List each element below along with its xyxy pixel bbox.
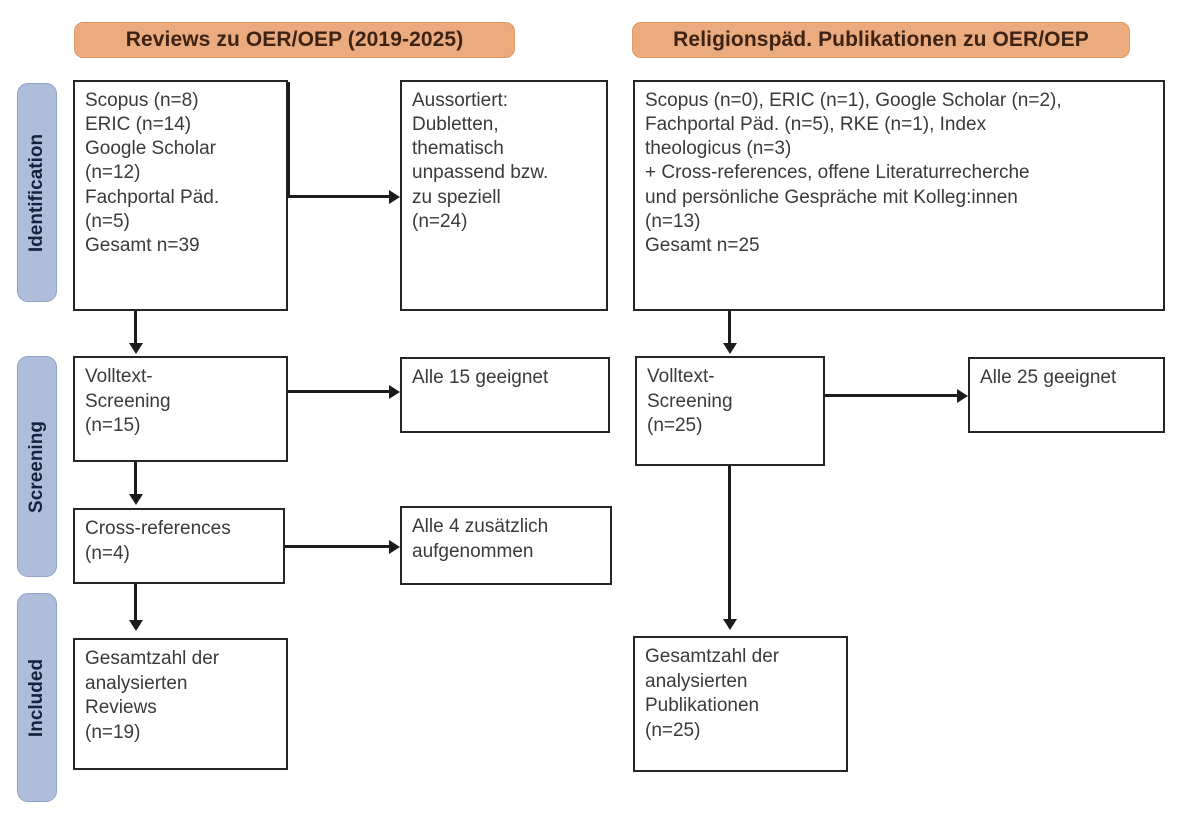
left-screening-result-box: Alle 15 geeignet <box>400 357 610 433</box>
left-crossrefs-line-1: Cross-references <box>85 518 231 539</box>
right-identification-line-4: + Cross-references, offene Literaturrech… <box>645 162 1030 184</box>
left-identification-line-4: (n=12) <box>85 162 141 184</box>
right-identification-line-5: und persönliche Gespräche mit Kolleg:inn… <box>645 186 1018 208</box>
connector-right-screening-to-included-arrowhead <box>723 619 737 630</box>
connector-left-crossrefs-to-included-arrowhead <box>129 620 143 631</box>
left-crossrefs-result-line-2: aufgenommen <box>412 540 534 562</box>
header-left-column: Reviews zu OER/OEP (2019-2025) <box>74 22 515 58</box>
connector-left-screening-to-crossrefs-arrowhead <box>129 494 143 505</box>
right-identification-line-3: theologicus (n=3) <box>645 138 792 160</box>
phase-bar-identification: Identification <box>17 83 57 302</box>
phase-label-identification: Identification <box>26 133 48 252</box>
right-screening-line-2: Screening <box>647 390 733 412</box>
right-screening-result-line-1: Alle 25 geeignet <box>980 367 1117 388</box>
left-crossrefs-line-2: (n=4) <box>85 542 130 564</box>
phase-bar-included: Included <box>17 593 57 802</box>
right-identification-box: Scopus (n=0), ERIC (n=1), Google Scholar… <box>633 80 1165 311</box>
right-included-box: Gesamtzahl der analysierten Publikatione… <box>633 636 848 772</box>
left-included-box: Gesamtzahl der analysierten Reviews (n=1… <box>73 638 288 770</box>
left-excluded-line-3: thematisch <box>412 138 504 160</box>
right-screening-box: Volltext- Screening (n=25) <box>635 356 825 466</box>
phase-label-included: Included <box>26 658 47 737</box>
header-left-label: Reviews zu OER/OEP (2019-2025) <box>125 28 464 51</box>
right-identification-line-1: Scopus (n=0), ERIC (n=1), Google Scholar… <box>645 90 1062 111</box>
left-screening-line-2: Screening <box>85 390 171 412</box>
left-identification-line-7: Gesamt n=39 <box>85 234 200 256</box>
connector-left-crossrefs-to-included-line <box>134 584 137 622</box>
connector-left-identification-to-excluded-vertical <box>287 82 290 197</box>
left-identification-box: Scopus (n=8) ERIC (n=14) Google Scholar … <box>73 80 288 311</box>
right-screening-result-box: Alle 25 geeignet <box>968 357 1165 433</box>
connector-left-identification-to-screening-arrowhead <box>129 343 143 354</box>
left-excluded-line-2: Dubletten, <box>412 114 499 136</box>
connector-left-identification-to-excluded-arrowhead <box>389 190 400 204</box>
right-screening-line-1: Volltext- <box>647 366 715 387</box>
connector-left-crossrefs-to-result-arrowhead <box>389 540 400 554</box>
right-included-line-4: (n=25) <box>645 720 701 742</box>
right-screening-line-3: (n=25) <box>647 415 703 437</box>
left-included-line-2: analysierten <box>85 672 188 694</box>
left-included-line-4: (n=19) <box>85 722 141 744</box>
header-right-column: Religionspäd. Publikationen zu OER/OEP <box>632 22 1130 58</box>
connector-left-screening-to-crossrefs-line <box>134 462 137 496</box>
left-identification-line-6: (n=5) <box>85 210 130 232</box>
left-crossrefs-result-box: Alle 4 zusätzlich aufgenommen <box>400 506 612 585</box>
left-excluded-box: Aussortiert: Dubletten, thematisch unpas… <box>400 80 608 311</box>
left-screening-box: Volltext- Screening (n=15) <box>73 356 288 462</box>
right-included-line-1: Gesamtzahl der <box>645 646 780 667</box>
left-identification-line-5: Fachportal Päd. <box>85 186 220 208</box>
right-included-line-2: analysierten <box>645 670 748 692</box>
connector-right-identification-to-screening-line <box>728 311 731 345</box>
connector-right-identification-to-screening-arrowhead <box>723 343 737 354</box>
left-screening-line-1: Volltext- <box>85 366 153 387</box>
right-identification-line-7: Gesamt n=25 <box>645 234 760 256</box>
connector-left-crossrefs-to-result-line <box>285 545 389 548</box>
left-crossrefs-box: Cross-references (n=4) <box>73 508 285 584</box>
left-identification-line-2: ERIC (n=14) <box>85 114 192 136</box>
right-included-line-3: Publikationen <box>645 695 760 717</box>
connector-right-screening-to-included-line <box>728 466 731 621</box>
left-excluded-line-4: unpassend bzw. <box>412 162 549 184</box>
connector-right-screening-to-result-arrowhead <box>957 389 968 403</box>
right-identification-line-2: Fachportal Päd. (n=5), RKE (n=1), Index <box>645 114 987 136</box>
header-right-label: Religionspäd. Publikationen zu OER/OEP <box>673 28 1089 51</box>
connector-left-screening-to-result-arrowhead <box>389 385 400 399</box>
phase-label-screening: Screening <box>26 420 47 513</box>
connector-left-screening-to-result-line <box>288 390 389 393</box>
left-excluded-line-5: zu speziell <box>412 186 501 208</box>
phase-bar-screening: Screening <box>17 356 57 577</box>
left-included-line-1: Gesamtzahl der <box>85 648 220 669</box>
left-included-line-3: Reviews <box>85 697 157 719</box>
left-identification-line-1: Scopus (n=8) <box>85 90 199 111</box>
connector-right-screening-to-result-line <box>825 394 957 397</box>
connector-left-identification-to-screening-line <box>134 311 137 345</box>
left-excluded-line-1: Aussortiert: <box>412 90 509 111</box>
left-identification-line-3: Google Scholar <box>85 138 216 160</box>
left-screening-result-line-1: Alle 15 geeignet <box>412 367 549 388</box>
connector-left-identification-to-excluded-horizontal <box>287 195 389 198</box>
left-crossrefs-result-line-1: Alle 4 zusätzlich <box>412 516 549 537</box>
left-excluded-line-6: (n=24) <box>412 210 468 232</box>
left-screening-line-3: (n=15) <box>85 415 141 437</box>
right-identification-line-6: (n=13) <box>645 210 701 232</box>
